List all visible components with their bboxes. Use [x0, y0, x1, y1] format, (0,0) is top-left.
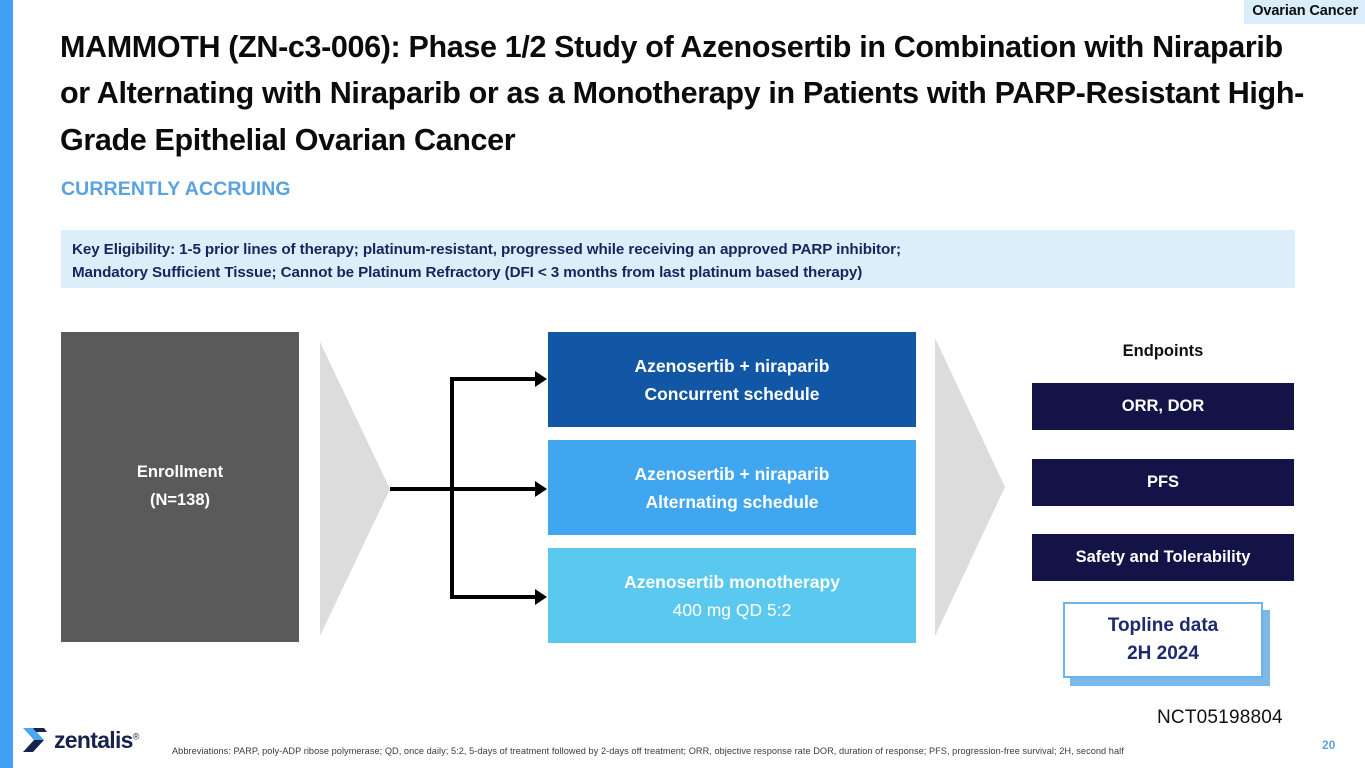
trademark-mark: ® [132, 730, 140, 741]
arm-1-line-1: Azenosertib + niraparib [634, 355, 830, 376]
connector-trunk [390, 487, 450, 491]
left-accent-bar [0, 0, 13, 768]
arm-3-line-1: Azenosertib monotherapy [624, 571, 840, 592]
abbreviations-footnote: Abbreviations: PARP, poly-ADP ribose pol… [172, 746, 1124, 756]
arrow-icon-arm-1 [535, 371, 547, 387]
treatment-arm-1: Azenosertib + niraparib Concurrent sched… [548, 332, 916, 427]
status-badge: CURRENTLY ACCRUING [61, 178, 291, 200]
arrow-icon-arm-3 [535, 589, 547, 605]
connector-arm-1 [450, 377, 538, 381]
arrow-icon-arm-2 [535, 481, 547, 497]
arm-3-line-2: 400 mg QD 5:2 [672, 599, 792, 620]
chevron-right-icon-enrollment [320, 342, 390, 636]
page-title: MAMMOTH (ZN-c3-006): Phase 1/2 Study of … [60, 30, 1304, 157]
topline-line-1: Topline data [1107, 614, 1219, 636]
zentalis-mark-icon [22, 725, 48, 755]
endpoints-heading: Endpoints [1122, 342, 1204, 360]
page-number: 20 [1322, 738, 1336, 752]
enrollment-count: (N=138) [149, 491, 211, 509]
eligibility-line-1: Key Eligibility: 1-5 prior lines of ther… [72, 241, 901, 258]
connector-arm-2 [450, 487, 538, 491]
chevron-right-icon-endpoints [935, 338, 1005, 636]
arm-2-line-1: Azenosertib + niraparib [634, 463, 830, 484]
brand-logo: zentalis® [22, 725, 139, 755]
enrollment-label: Enrollment [136, 463, 224, 482]
endpoint-item-pfs: PFS [1032, 459, 1294, 506]
eligibility-line-2: Mandatory Sufficient Tissue; Cannot be P… [72, 264, 863, 282]
enrollment-box: Enrollment (N=138) [61, 332, 299, 642]
eligibility-banner: Key Eligibility: 1-5 prior lines of ther… [61, 230, 1295, 288]
endpoint-item-orr-dor: ORR, DOR [1032, 383, 1294, 430]
connector-arm-3 [450, 595, 538, 599]
therapeutic-area-tag: Ovarian Cancer [1244, 0, 1365, 24]
treatment-arm-2: Azenosertib + niraparib Alternating sche… [548, 440, 916, 535]
arm-1-line-2: Concurrent schedule [644, 383, 820, 404]
topline-line-2: 2H 2024 [1127, 643, 1199, 664]
endpoint-item-safety: Safety and Tolerability [1032, 534, 1294, 581]
topline-callout: Topline data 2H 2024 [1063, 602, 1263, 678]
arm-2-line-2: Alternating schedule [645, 491, 819, 512]
treatment-arm-3: Azenosertib monotherapy 400 mg QD 5:2 [548, 548, 916, 643]
brand-wordmark: zentalis® [54, 726, 140, 753]
nct-identifier: NCT05198804 [1157, 707, 1283, 728]
